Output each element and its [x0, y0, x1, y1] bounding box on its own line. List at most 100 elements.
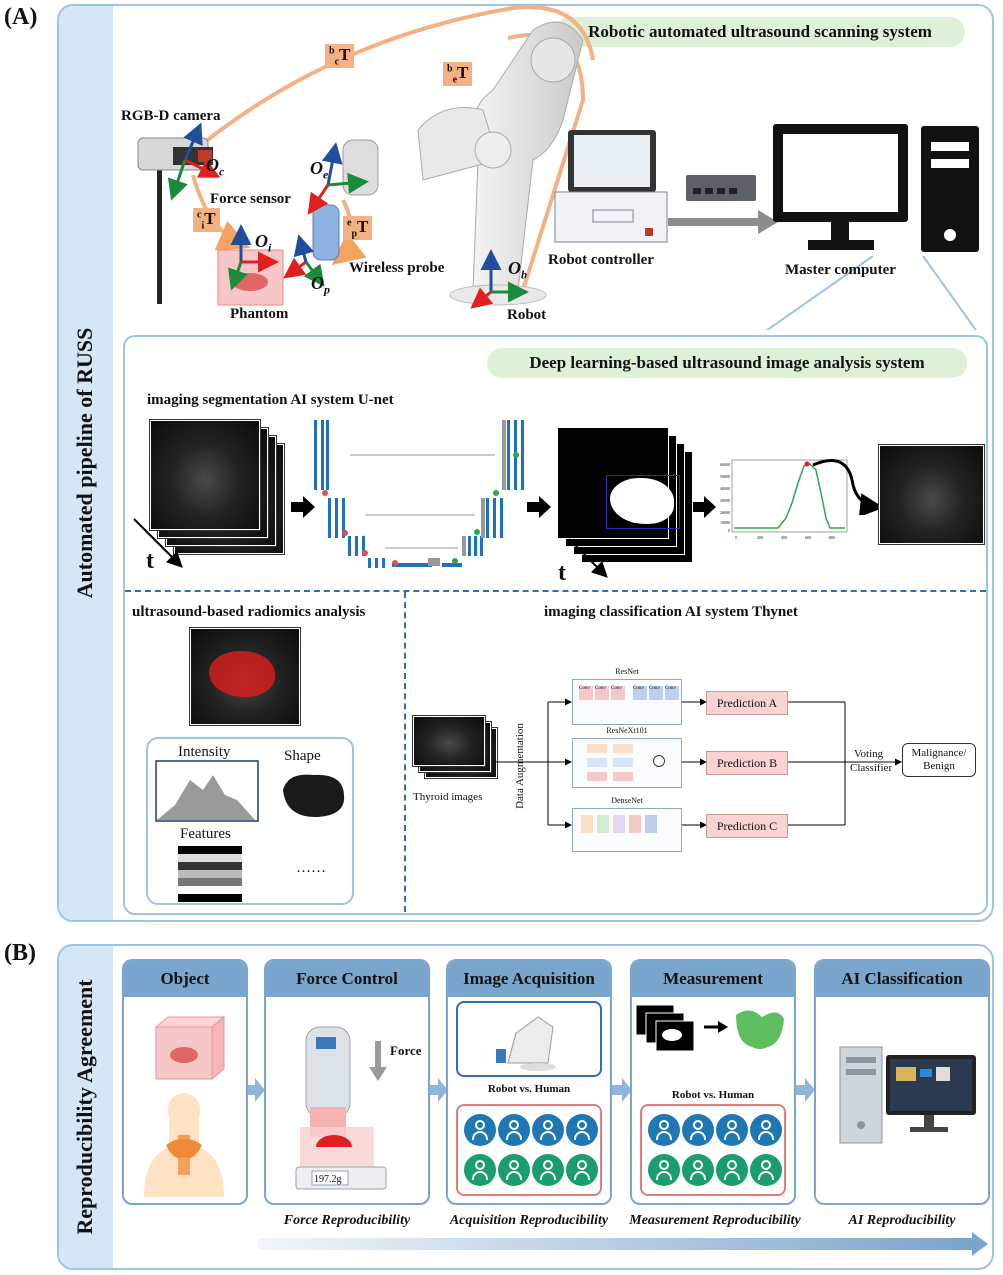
feature-cell — [178, 878, 186, 886]
force-illustration — [295, 1026, 387, 1190]
person-icon — [750, 1154, 782, 1186]
feature-cell — [234, 846, 242, 854]
card-measurement-title: Measurement — [632, 961, 794, 997]
prediction-b: Prediction B — [706, 751, 788, 775]
feature-cell — [178, 862, 186, 870]
thyroid-images-label: Thyroid images — [413, 791, 483, 803]
result-box: Malignance/ Benign — [902, 743, 976, 777]
shape-blob — [283, 774, 345, 818]
svg-text:30000: 30000 — [720, 498, 730, 503]
area-plot: 60000 50000 40000 30000 20000 10000 0 0 … — [720, 459, 848, 540]
feature-cell — [234, 878, 242, 886]
person-icon — [716, 1154, 748, 1186]
object-illustration — [144, 1015, 226, 1197]
card-force-control: Force Control Force — [264, 959, 430, 1205]
feature-cell — [218, 854, 226, 862]
transform-label-ci: ciT — [193, 208, 220, 233]
feature-cell — [210, 846, 218, 854]
scale-reading: 197.2g — [314, 1174, 342, 1185]
mask-front — [557, 427, 680, 539]
feature-cell — [194, 886, 202, 894]
card-arrow-3 — [612, 1078, 632, 1102]
prediction-a: Prediction A — [706, 691, 788, 715]
feature-cell — [178, 886, 186, 894]
person-icon — [464, 1154, 496, 1186]
label-master-computer: Master computer — [785, 262, 896, 278]
robotic-scene — [137, 5, 979, 330]
card-force-control-title: Force Control — [266, 961, 428, 997]
radiomics-shape-label: Shape — [284, 748, 321, 764]
feature-cell — [186, 886, 194, 894]
flow-arrow-2 — [527, 496, 551, 518]
label-rgbd-camera: RGB-D camera — [121, 108, 221, 124]
svg-text:400: 400 — [781, 535, 787, 540]
feature-cell — [234, 862, 242, 870]
caption-ai-reproducibility: AI Reproducibility — [848, 1213, 956, 1228]
intensity-plot — [155, 760, 259, 822]
feature-cell — [178, 846, 186, 854]
dl-system-frame — [123, 335, 988, 915]
card-ai-classification: AI Classification — [814, 959, 990, 1205]
time-label-2: t — [558, 560, 566, 586]
feature-cell — [186, 846, 194, 854]
feature-cell — [194, 878, 202, 886]
feature-cell — [202, 862, 210, 870]
feature-cell — [178, 870, 186, 878]
person-icon — [464, 1114, 496, 1146]
radiomics-us-image — [190, 628, 300, 725]
panel-a-side-title: Automated pipeline of RUSS — [72, 327, 97, 599]
person-icon — [498, 1154, 530, 1186]
classification-flow — [495, 698, 902, 829]
person-icon — [532, 1154, 564, 1186]
feature-cell — [186, 870, 194, 878]
unet-diagram — [314, 420, 524, 568]
person-icon — [498, 1114, 530, 1146]
card-arrow-2 — [428, 1078, 448, 1102]
feature-cell — [226, 886, 234, 894]
svg-text:200: 200 — [757, 535, 763, 540]
feature-cell — [218, 846, 226, 854]
segmentation-title: imaging segmentation AI system U-net — [147, 392, 394, 408]
feature-cell — [226, 870, 234, 878]
feature-cell — [226, 846, 234, 854]
measurement-illustration — [635, 1004, 784, 1052]
person-icon — [716, 1114, 748, 1146]
panel-b-side-title: Reproducibility Agreement — [72, 979, 97, 1235]
feature-cell — [194, 846, 202, 854]
transform-label-ep: epT — [343, 216, 373, 241]
radiomics-title: ultrasound-based radiomics analysis — [132, 604, 366, 620]
svg-text:20000: 20000 — [720, 510, 730, 515]
frame-label-end-effector: Oe — [310, 158, 329, 182]
radiomics-intensity-label: Intensity — [178, 744, 231, 760]
robot-image-box — [456, 1001, 602, 1077]
card-arrow-1 — [245, 1078, 265, 1102]
feature-cell — [226, 894, 234, 902]
feature-cell — [234, 870, 242, 878]
person-icon — [648, 1154, 680, 1186]
robotic-system-title: Robotic automated ultrasound scanning sy… — [555, 17, 965, 47]
card-ai-classification-title: AI Classification — [816, 961, 988, 997]
time-arrow-2 — [568, 538, 608, 578]
feature-cell — [218, 894, 226, 902]
person-icon — [648, 1114, 680, 1146]
feature-cell — [194, 870, 202, 878]
resnext-box: ResNeXt101 — [572, 726, 682, 788]
label-robot-controller: Robot controller — [548, 252, 654, 268]
svg-text:40000: 40000 — [720, 486, 730, 491]
flow-arrow-1 — [291, 496, 315, 518]
voting-line-1: Voting — [854, 748, 884, 760]
svg-text:600: 600 — [805, 535, 811, 540]
feature-cell — [194, 854, 202, 862]
panel-a-side-bar — [59, 6, 113, 920]
label-phantom: Phantom — [230, 306, 289, 322]
time-arrow-1 — [133, 518, 183, 568]
feature-cell — [202, 886, 210, 894]
person-grid-1 — [456, 1104, 602, 1196]
svg-text:0: 0 — [728, 528, 730, 533]
frame-label-probe: Op — [311, 273, 330, 297]
card-object-title: Object — [124, 961, 246, 997]
feature-cell — [194, 862, 202, 870]
feature-cell — [210, 878, 218, 886]
card-image-acquisition-title: Image Acquisition — [448, 961, 610, 997]
feature-cell — [210, 854, 218, 862]
